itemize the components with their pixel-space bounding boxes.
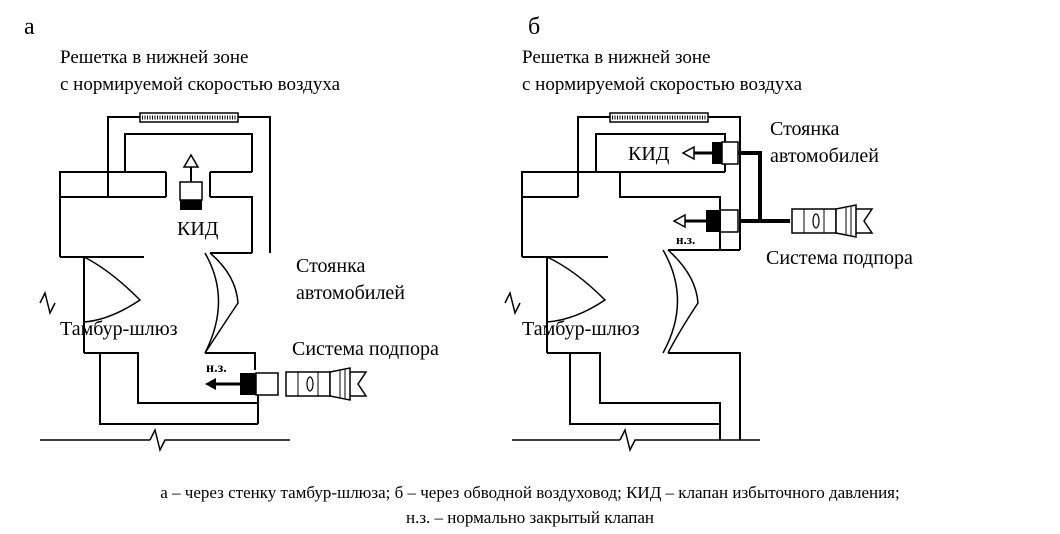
panel-b: б Решетка в нижней зоне с нормируемой ск… xyxy=(504,14,913,453)
panel-b-grille xyxy=(609,112,709,123)
panel-b-kid-valve xyxy=(681,141,739,165)
panel-a-doors xyxy=(83,252,239,354)
panel-b-parking-line1: Стоянка xyxy=(770,118,839,140)
caption-line2: н.з. – нормально закрытый клапан xyxy=(405,508,655,527)
panel-b-nz-label: н.з. xyxy=(676,232,695,247)
panel-a-grille xyxy=(139,112,239,123)
panel-a-kid-valve xyxy=(179,153,203,210)
panel-b-vestibule-label: Тамбур-шлюз xyxy=(522,318,640,340)
panel-a-title-line2: с нормируемой скоростью воздуха xyxy=(60,74,341,95)
panel-a-parking-line1: Стоянка xyxy=(296,255,365,277)
panel-a-title-line1: Решетка в нижней зоне xyxy=(60,47,248,68)
panel-b-doors xyxy=(546,249,699,354)
panel-b-kid-label: КИД xyxy=(628,143,670,165)
panel-b-title-line2: с нормируемой скоростью воздуха xyxy=(522,74,803,95)
caption-line1: а – через стенку тамбур-шлюза; б – через… xyxy=(160,483,900,502)
panel-a-nc-valve xyxy=(205,372,279,396)
panel-a: а Решетка в нижней зоне с нормируемой ск… xyxy=(24,14,439,453)
panel-a-letter: а xyxy=(24,14,35,40)
panel-a-upper-room xyxy=(59,116,271,253)
panel-a-pressurization-label: Система подпора xyxy=(292,338,439,360)
panel-a-kid-label: КИД xyxy=(177,218,219,240)
panel-a-vestibule xyxy=(39,196,290,453)
panel-b-bypass-duct xyxy=(738,151,790,223)
panel-a-vestibule-label: Тамбур-шлюз xyxy=(60,318,178,340)
panel-b-pressurization-label: Система подпора xyxy=(766,247,913,269)
panel-b-title-line1: Решетка в нижней зоне xyxy=(522,47,710,68)
panel-b-parking-line2: автомобилей xyxy=(770,145,879,167)
panel-b-pressurization-unit xyxy=(791,204,874,238)
panel-a-parking-line2: автомобилей xyxy=(296,282,405,304)
panel-b-letter: б xyxy=(528,14,540,40)
panel-a-nz-label: н.з. xyxy=(206,361,227,376)
panel-b-nc-valve xyxy=(672,209,739,233)
panel-b-vestibule xyxy=(504,172,760,453)
panel-a-pressurization-unit xyxy=(285,367,368,401)
